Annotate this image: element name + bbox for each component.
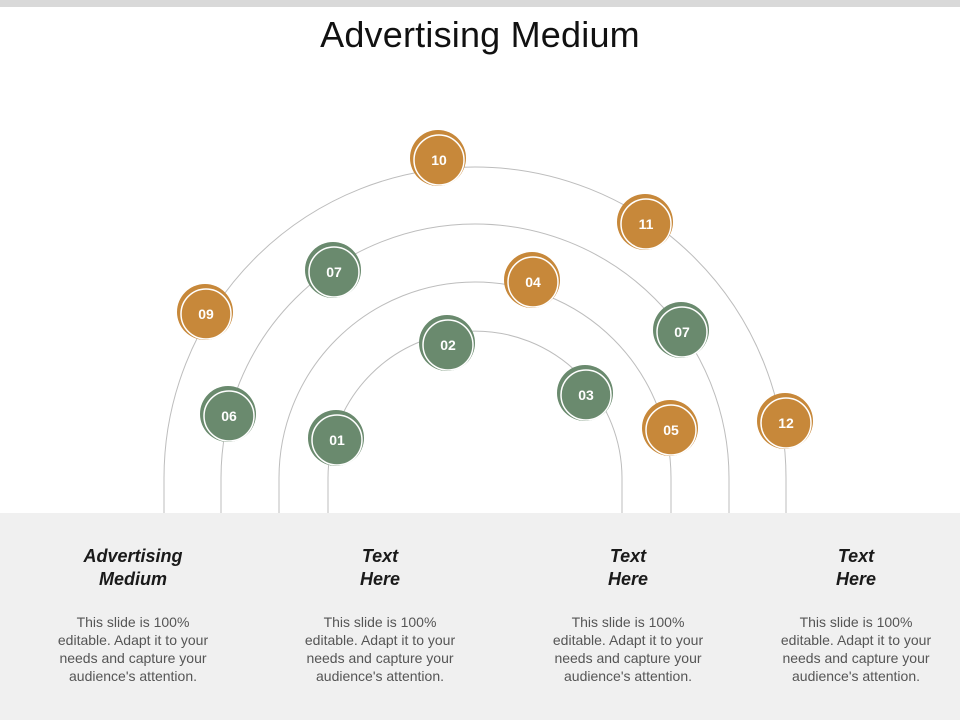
node-label: 01 [329,432,345,448]
node-label: 06 [221,408,237,424]
arcs [163,166,787,513]
column-body: This slide is 100% editable. Adapt it to… [57,614,209,684]
column-heading: Advertising Medium [83,546,183,589]
node-circle [422,319,474,371]
node-circle [760,397,812,449]
node-label: 04 [525,274,541,290]
arc-2 [278,281,672,513]
node-7: 07 [305,242,361,298]
column-heading: Text Here [835,546,877,589]
node-10: 10 [410,130,466,186]
node-circle [620,198,672,250]
node-label: 10 [431,152,447,168]
node-label: 02 [440,337,456,353]
node-circle [560,369,612,421]
slide-title: Advertising Medium [320,14,640,55]
node-label: 05 [663,422,679,438]
node-circle [203,390,255,442]
top-bar [0,0,960,7]
node-6: 06 [200,386,256,442]
node-circle [656,306,708,358]
column-4: Text Here This slide is 100% editable. A… [776,545,936,685]
arc-3 [220,223,730,513]
node-label: 12 [778,415,794,431]
node-4: 04 [504,252,560,308]
node-2: 02 [419,315,475,371]
arc-1 [327,330,623,513]
node-label: 11 [639,216,654,232]
nodes: 01 02 03 04 05 06 07 07 09 10 11 12 [177,130,813,466]
node-circle [507,256,559,308]
column-body: This slide is 100% editable. Adapt it to… [304,614,456,684]
node-circle [308,246,360,298]
column-body: This slide is 100% editable. Adapt it to… [780,614,932,684]
column-body: This slide is 100% editable. Adapt it to… [552,614,704,684]
node-circle [645,404,697,456]
node-circle [311,414,363,466]
node-3: 03 [557,365,613,421]
node-9: 09 [177,284,233,340]
node-11: 11 [617,194,673,250]
column-heading: Text Here [359,546,401,589]
node-1: 01 [308,410,364,466]
node-5: 05 [642,400,698,456]
node-label: 07 [326,264,342,280]
node-12: 12 [757,393,813,449]
node-8: 07 [653,302,709,358]
column-1: Advertising Medium This slide is 100% ed… [53,545,213,685]
node-label: 09 [198,306,214,322]
bottom-panel [0,513,960,720]
node-circle [180,288,232,340]
column-3: Text Here This slide is 100% editable. A… [548,545,708,685]
node-label: 07 [674,324,690,340]
node-circle [413,134,465,186]
column-2: Text Here This slide is 100% editable. A… [300,545,460,685]
node-label: 03 [578,387,594,403]
arc-4 [163,166,787,513]
column-heading: Text Here [607,546,649,589]
